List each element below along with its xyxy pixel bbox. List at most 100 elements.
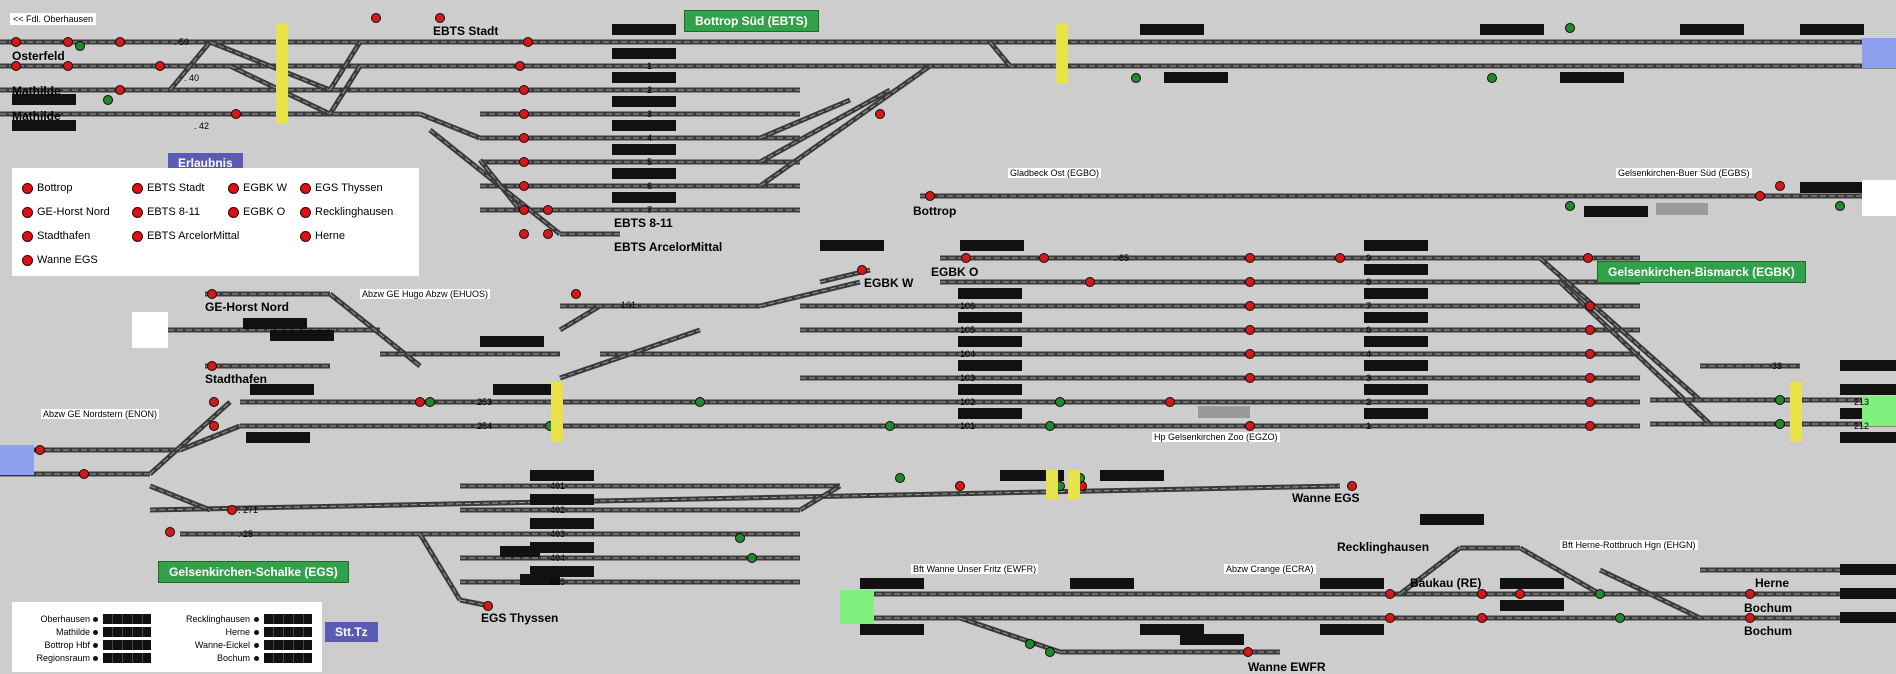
erlaubnis-egbk-o[interactable]: EGBK O — [228, 206, 285, 218]
train-number-display — [1320, 624, 1384, 635]
erlaubnis-ge-horst[interactable]: GE-Horst Nord — [22, 206, 110, 218]
track-271: . 271 — [238, 505, 259, 515]
station-mathilde-1[interactable]: Mathilde — [12, 84, 61, 98]
station-bochum-1[interactable]: Bochum — [1744, 601, 1792, 615]
station-egs-thyssen[interactable]: EGS Thyssen — [481, 611, 559, 625]
station-ge-horst-nord[interactable]: GE-Horst Nord — [205, 300, 289, 314]
train-number-display — [1840, 564, 1896, 575]
train-number-display — [12, 120, 76, 131]
erlaubnis-egbk-w[interactable]: EGBK W — [228, 182, 287, 194]
station-ebts-811[interactable]: EBTS 8-11 — [614, 216, 673, 230]
train-number-display — [612, 24, 676, 35]
label-ecra: Abzw Crange (ECRA) — [1224, 564, 1316, 574]
label-zoo: Hp Gelsenkirchen Zoo (EGZO) — [1152, 432, 1280, 442]
signal-icon — [79, 469, 89, 479]
edge-marker-left — [0, 445, 34, 475]
erlaubnis-ebts-stadt[interactable]: EBTS Stadt — [132, 182, 204, 194]
erlaubnis-herne[interactable]: Herne — [300, 230, 345, 242]
train-number-display — [958, 288, 1022, 299]
station-bottrop[interactable]: Bottrop — [913, 204, 957, 218]
train-number-display — [1840, 432, 1896, 443]
box-sttz[interactable]: Stt.Tz — [325, 622, 378, 642]
station-wanne-ewfr[interactable]: Wanne EWFR — [1248, 660, 1326, 674]
signal-icon — [1585, 301, 1595, 311]
track-egs-404: 404 — [550, 553, 566, 563]
dispo-dot-icon — [254, 630, 259, 635]
train-number-display — [1840, 588, 1896, 599]
box-gelsenkirchen-schalke[interactable]: Gelsenkirchen-Schalke (EGS) — [158, 561, 349, 583]
dispo-train-display — [264, 640, 312, 650]
train-number-display — [1070, 578, 1134, 589]
dispo-dot-icon — [93, 643, 98, 648]
signal-icon — [1385, 613, 1395, 623]
signal-icon — [1585, 325, 1595, 335]
signal-icon — [1585, 349, 1595, 359]
panel-hugo — [132, 312, 168, 348]
warning-marker — [276, 24, 288, 124]
train-number-display — [1364, 360, 1428, 371]
signal-icon — [1245, 277, 1255, 287]
erlaubnis-recklinghausen[interactable]: Recklinghausen — [300, 206, 393, 218]
erlaubnis-stadthafen[interactable]: Stadthafen — [22, 230, 90, 242]
station-baukau[interactable]: Baukau (RE) — [1410, 576, 1482, 590]
station-mathilde-2[interactable]: Mathilde — [12, 109, 61, 123]
signal-icon — [885, 421, 895, 431]
signal-icon — [519, 181, 529, 191]
station-ebts-stadt[interactable]: EBTS Stadt — [433, 24, 499, 38]
signal-icon — [1477, 613, 1487, 623]
train-number-display — [1364, 384, 1428, 395]
signal-icon — [371, 13, 381, 23]
signal-dot-icon — [132, 182, 143, 194]
train-number-display — [1140, 24, 1204, 35]
train-number-display — [1140, 624, 1204, 635]
track-centerline — [1519, 547, 1601, 595]
dispo-herne: Herne — [225, 627, 250, 637]
station-egbk-o[interactable]: EGBK O — [931, 265, 979, 279]
track-ebts-7: 7 — [647, 205, 653, 215]
signal-icon — [207, 361, 217, 371]
track-egbw-104: 104 — [960, 349, 976, 359]
dispo-train-display — [103, 653, 151, 663]
dispo-dot-icon — [93, 656, 98, 661]
station-osterfeld[interactable]: Osterfeld — [12, 49, 65, 63]
train-number-display — [530, 494, 594, 505]
erlaubnis-egs-thyssen[interactable]: EGS Thyssen — [300, 182, 383, 194]
track-centerline — [1599, 569, 1701, 619]
station-wanne-egs[interactable]: Wanne EGS — [1292, 491, 1360, 505]
station-stadthafen[interactable]: Stadthafen — [205, 372, 268, 386]
signal-icon — [1583, 253, 1593, 263]
station-recklinghausen[interactable]: Recklinghausen — [1337, 540, 1430, 554]
erlaubnis-ebts-811[interactable]: EBTS 8-11 — [132, 206, 200, 218]
signal-dot-icon — [22, 230, 33, 242]
station-herne[interactable]: Herne — [1755, 576, 1790, 590]
erlaubnis-wanne-egs[interactable]: Wanne EGS — [22, 254, 98, 266]
track-egs-402: 402 — [550, 505, 566, 515]
train-number-display — [612, 192, 676, 203]
erlaubnis-ebts-arcelor[interactable]: EBTS ArcelorMittal — [132, 230, 239, 242]
signal-icon — [1585, 421, 1595, 431]
signal-dot-icon — [22, 182, 33, 194]
track-egbk-3: 3 — [1366, 373, 1372, 383]
box-gelsenkirchen-bismarck[interactable]: Gelsenkirchen-Bismarck (EGBK) — [1597, 261, 1806, 283]
erlaubnis-bottrop[interactable]: Bottrop — [22, 182, 72, 194]
signal-dot-icon — [22, 206, 33, 218]
link-oberhausen[interactable]: << Fdl. Oberhausen — [10, 13, 97, 25]
track-213: 213 — [1854, 397, 1870, 407]
track-egbk-4: 4 — [1366, 349, 1372, 359]
signal-icon — [1347, 481, 1357, 491]
station-bochum-2[interactable]: Bochum — [1744, 624, 1792, 638]
station-ebts-arcelor[interactable]: EBTS ArcelorMittal — [614, 240, 723, 254]
train-number-display — [1800, 24, 1864, 35]
train-number-display — [1320, 578, 1384, 589]
signal-icon — [747, 553, 757, 563]
station-egbk-w[interactable]: EGBK W — [864, 276, 914, 290]
signal-icon — [435, 13, 445, 23]
signal-dot-icon — [132, 206, 143, 218]
warning-marker — [1056, 24, 1068, 84]
box-bottrop-sued[interactable]: Bottrop Süd (EBTS) — [684, 10, 819, 32]
signal-icon — [1477, 589, 1487, 599]
signal-icon — [227, 505, 237, 515]
dispo-train-display — [103, 614, 151, 624]
track-centerline — [209, 41, 331, 91]
track-ebts-6: 6 — [647, 181, 653, 191]
